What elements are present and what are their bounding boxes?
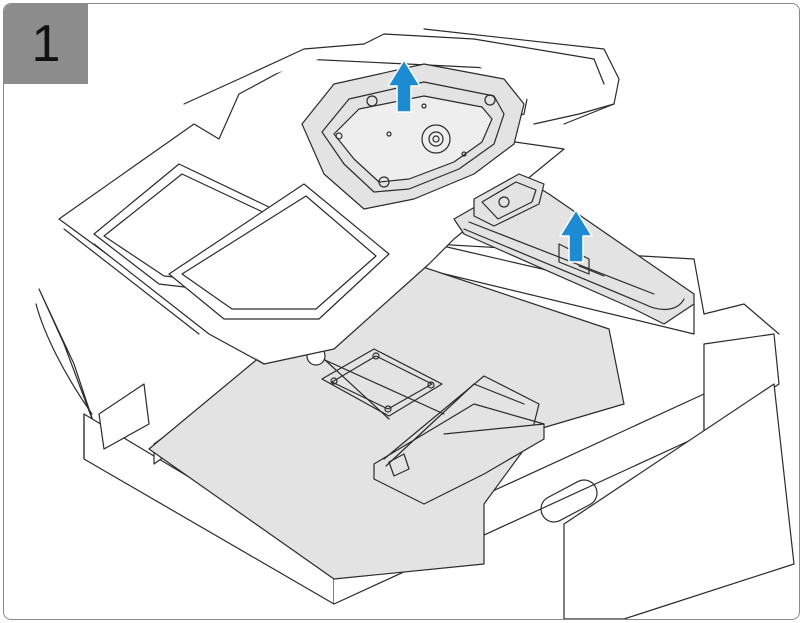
stand-base — [301, 63, 525, 210]
instruction-panel: 1 — [3, 3, 800, 620]
monitor-panel — [148, 253, 625, 580]
handle-hole-icon — [540, 479, 598, 523]
step-number-badge: 1 — [4, 4, 88, 84]
unboxing-illustration — [35, 28, 795, 619]
lift-arrow-base-icon — [387, 59, 421, 113]
foam-tray — [58, 28, 620, 365]
lift-arrow-arm-icon — [559, 209, 593, 263]
base-screw-icon — [421, 124, 451, 154]
stand-recess — [373, 375, 545, 505]
step-number: 1 — [31, 15, 61, 73]
